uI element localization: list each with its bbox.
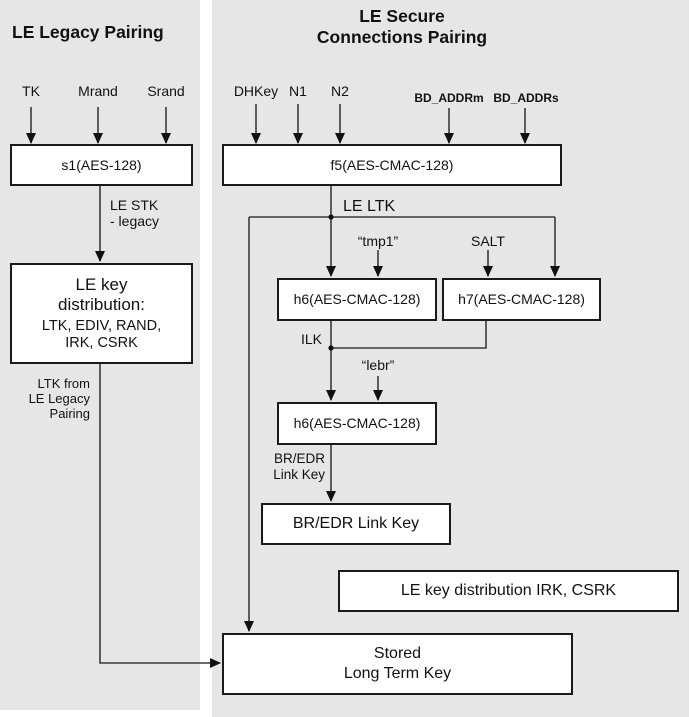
bredr-output-line2: Link Key bbox=[273, 466, 325, 482]
s1-function-box: s1(AES-128) bbox=[10, 144, 193, 186]
tmp1-label: “tmp1” bbox=[357, 233, 399, 249]
stored-long-term-key-box: Stored Long Term Key bbox=[222, 633, 573, 695]
f5-function-box: f5(AES-CMAC-128) bbox=[222, 144, 562, 186]
input-label-mrand: Mrand bbox=[78, 83, 118, 99]
secure-connections-title: LE Secure Connections Pairing bbox=[252, 6, 552, 48]
input-label-bd-addrm: BD_ADDRm bbox=[414, 91, 484, 105]
input-label-bd-addrs: BD_ADDRs bbox=[493, 91, 559, 105]
stored-line2: Long Term Key bbox=[343, 665, 452, 682]
keydist-line2: distribution: bbox=[58, 295, 145, 314]
keydist-line4: IRK, CSRK bbox=[65, 335, 138, 351]
ltk-from-line2: LE Legacy bbox=[28, 391, 90, 406]
le-stk-line1: LE STK bbox=[110, 197, 159, 213]
le-key-distribution-box: LE key distribution: LTK, EDIV, RAND, IR… bbox=[10, 263, 193, 364]
keydist-line1: LE key bbox=[75, 275, 128, 294]
h7-function-label: h7(AES-CMAC-128) bbox=[458, 291, 585, 308]
input-label-dhkey: DHKey bbox=[233, 83, 279, 99]
h6-function-box-1: h6(AES-CMAC-128) bbox=[277, 278, 437, 321]
h6-function-label-2: h6(AES-CMAC-128) bbox=[293, 415, 421, 432]
le-key-distribution-irk-csrk-label: LE key distribution IRK, CSRK bbox=[400, 581, 617, 599]
bredr-linkkey-output-label: BR/EDR Link Key bbox=[255, 451, 325, 482]
ltk-from-legacy-label: LTK from LE Legacy Pairing bbox=[10, 376, 90, 421]
le-ltk-label: LE LTK bbox=[343, 198, 396, 215]
stored-line1: Stored bbox=[373, 645, 422, 662]
h7-function-box: h7(AES-CMAC-128) bbox=[442, 278, 601, 321]
ilk-label: ILK bbox=[300, 331, 322, 347]
lebr-label: “lebr” bbox=[361, 357, 395, 373]
ltk-from-line1: LTK from bbox=[37, 376, 91, 391]
keydist-line3: LTK, EDIV, RAND, bbox=[41, 318, 162, 334]
secure-title-line2: Connections Pairing bbox=[316, 27, 488, 47]
ltk-from-line3: Pairing bbox=[49, 406, 90, 421]
f5-function-label: f5(AES-CMAC-128) bbox=[330, 156, 454, 173]
le-key-distribution-irk-csrk-box: LE key distribution IRK, CSRK bbox=[338, 570, 679, 612]
legacy-pairing-title: LE Legacy Pairing bbox=[12, 22, 164, 42]
bredr-link-key-label: BR/EDR Link Key bbox=[292, 514, 420, 532]
bredr-link-key-box: BR/EDR Link Key bbox=[261, 503, 451, 545]
salt-label: SALT bbox=[471, 233, 505, 249]
le-stk-label: LE STK - legacy bbox=[110, 197, 159, 229]
input-label-n1: N1 bbox=[289, 83, 307, 99]
h6-function-label-1: h6(AES-CMAC-128) bbox=[293, 291, 421, 308]
input-label-srand: Srand bbox=[147, 83, 185, 99]
input-label-n2: N2 bbox=[331, 83, 349, 99]
input-label-tk: TK bbox=[22, 83, 40, 99]
bredr-output-line1: BR/EDR bbox=[273, 451, 325, 466]
secure-title-line1: LE Secure bbox=[359, 6, 445, 26]
le-stk-line2: - legacy bbox=[110, 213, 160, 229]
h6-function-box-2: h6(AES-CMAC-128) bbox=[277, 402, 437, 445]
s1-function-label: s1(AES-128) bbox=[61, 156, 142, 173]
